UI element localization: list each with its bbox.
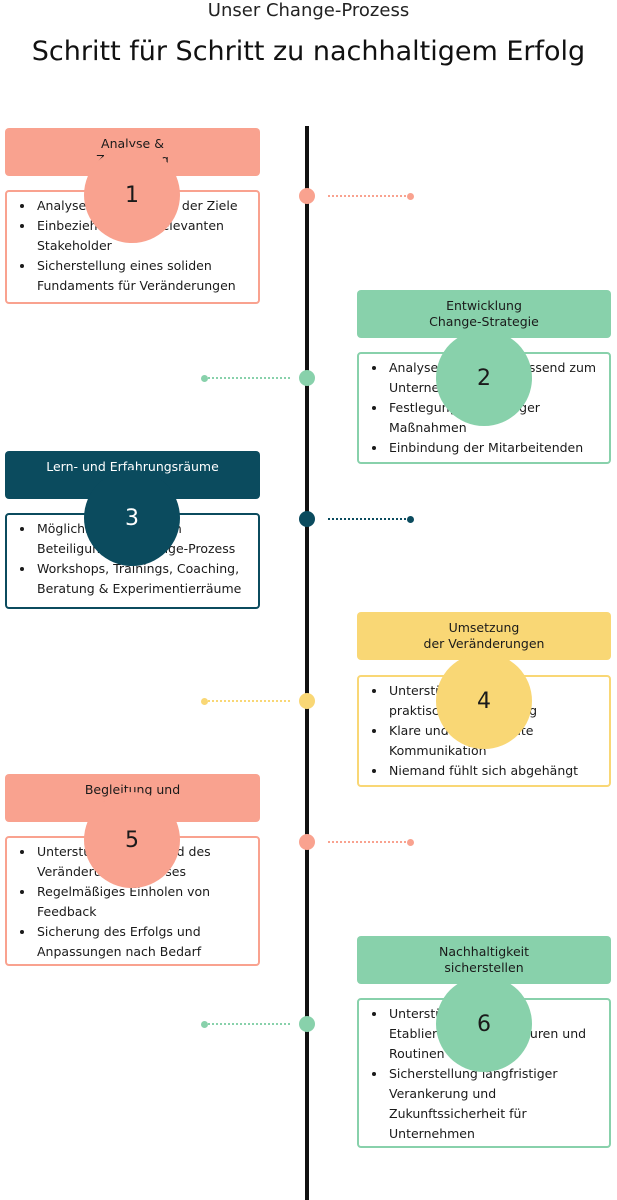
page-title: Schritt für Schritt zu nachhaltigem Erfo… [31,36,586,67]
step-3-timeline-node [299,511,315,527]
connector-end-dot [406,192,414,200]
step-1-number-circle: 1 [84,147,180,243]
connector-end-dot [200,374,208,382]
bullet-item: Sicherstellung langfristiger Verankerung… [387,1064,601,1144]
step-1-timeline-node [299,188,315,204]
bullet-item: Einbindung der Mitarbeitenden [387,438,601,458]
connector-end-dot [200,697,208,705]
step-5-number-circle: 5 [84,792,180,888]
step-3-number-circle: 3 [84,470,180,566]
step-6-connector [204,1023,290,1025]
step-2-connector [204,377,290,379]
bullet-item: Workshops, Trainings, Coaching, Beratung… [35,559,250,599]
step-1-connector [328,195,410,197]
bullet-item: Sicherung des Erfolgs und Anpassungen na… [35,922,250,962]
step-5-connector [328,841,410,843]
bullet-item: Niemand fühlt sich abgehängt [387,761,601,781]
connector-end-dot [406,515,414,523]
step-4-timeline-node [299,693,315,709]
step-4-header: Umsetzung der Veränderungen [357,612,611,660]
step-3-connector [328,518,410,520]
step-2-timeline-node [299,370,315,386]
step-6-timeline-node [299,1016,315,1032]
step-2-number-circle: 2 [436,330,532,426]
bullet-item: Regelmäßiges Einholen von Feedback [35,882,250,922]
timeline-axis [305,126,309,1200]
bullet-item: Sicherstellung eines soliden Fundaments … [35,256,250,296]
connector-end-dot [200,1020,208,1028]
step-5-timeline-node [299,834,315,850]
step-4-number-circle: 4 [436,653,532,749]
step-6-number-circle: 6 [436,976,532,1072]
page-subtitle: Unser Change-Prozess [207,0,410,21]
step-4-connector [204,700,290,702]
connector-end-dot [406,838,414,846]
